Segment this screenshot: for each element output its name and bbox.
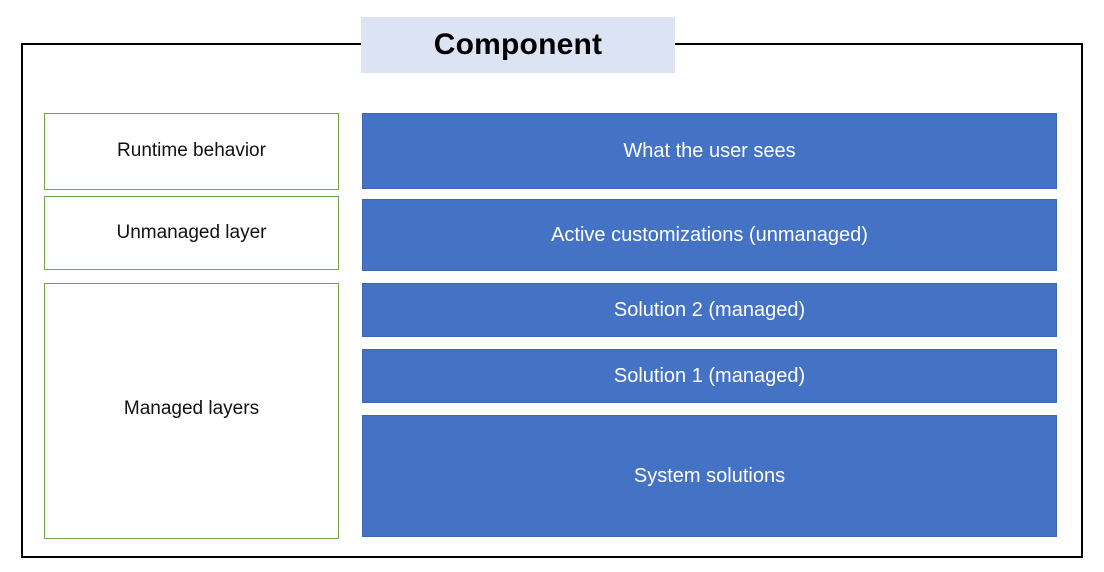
category-box-label: Managed layers (123, 397, 260, 419)
layer-bar-what-the-user-sees: What the user sees (362, 113, 1057, 189)
category-box-label: Unmanaged layer (116, 221, 267, 243)
category-box-label: Runtime behavior (117, 140, 266, 162)
layer-bar-label: Solution 2 (managed) (613, 299, 806, 321)
layer-bar-label: Active customizations (unmanaged) (551, 224, 868, 246)
category-box-unmanaged-layer: Unmanaged layer (44, 196, 339, 270)
layer-bar-active-customizations: Active customizations (unmanaged) (362, 199, 1057, 271)
category-box-runtime-behavior: Runtime behavior (44, 113, 339, 190)
layer-bar-system-solutions: System solutions (362, 415, 1057, 537)
layer-bar-label: Solution 1 (managed) (613, 365, 806, 387)
page-title: Component (433, 28, 603, 61)
layer-bar-solution-1: Solution 1 (managed) (362, 349, 1057, 403)
layer-bar-label: System solutions (633, 465, 786, 487)
layer-bar-label: What the user sees (623, 140, 796, 162)
diagram-title-banner: Component (361, 17, 675, 73)
category-box-managed-layers: Managed layers (44, 283, 339, 539)
layer-bar-solution-2: Solution 2 (managed) (362, 283, 1057, 337)
